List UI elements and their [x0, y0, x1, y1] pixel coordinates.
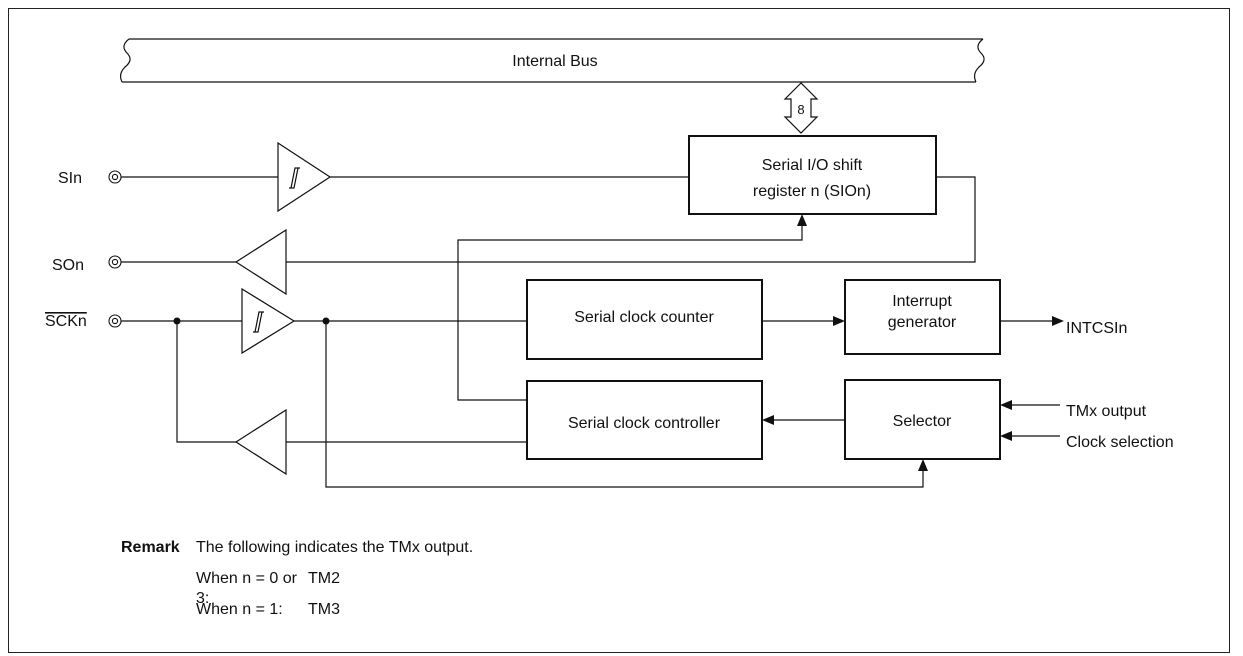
sck-schmitt-buffer-icon: [241, 287, 296, 355]
remark-block: Remark The following indicates the TMx o…: [121, 538, 473, 631]
so-output-buffer-icon: [234, 228, 287, 296]
so-pin-icon: [108, 255, 122, 269]
internal-bus-label: Internal Bus: [512, 53, 597, 70]
clock-selection-label: Clock selection: [1066, 434, 1174, 451]
remark-keyword: Remark: [121, 539, 180, 556]
si-schmitt-buffer-icon: [277, 141, 332, 213]
shift-register-label-line1: Serial I/O shift: [762, 157, 863, 174]
shift-register-label-line2: register n (SIOn): [753, 183, 871, 200]
interrupt-generator-label-line2: generator: [888, 314, 957, 331]
si-pin-icon: [108, 170, 122, 184]
clock-controller-label: Serial clock controller: [568, 415, 721, 432]
remark-condition: When n = 0 or 3:: [196, 570, 297, 607]
sck-pin-label: SCKn: [45, 313, 87, 330]
clock-controller-block: Serial clock controller: [457, 214, 807, 460]
so-pin-group: SOn: [52, 176, 976, 296]
clock-counter-block: Serial clock counter: [526, 279, 845, 360]
remark-intro-row: Remark The following indicates the TMx o…: [121, 538, 473, 569]
remark-row: When n = 0 or 3: TM2: [121, 569, 473, 607]
remark-condition: When n = 1:: [196, 601, 283, 618]
remark-value: TM2: [308, 570, 340, 587]
selector-block: Selector TMx output Clock selection: [762, 379, 1174, 460]
figure-frame: [8, 8, 1230, 653]
so-pin-label: SOn: [52, 257, 84, 274]
interrupt-generator-block: Interrupt generator INTCSIn: [844, 279, 1127, 355]
remark-row: When n = 1: TM3: [121, 600, 473, 631]
si-pin-group: SIn: [58, 141, 689, 213]
bus-width-arrow: 8: [783, 82, 819, 134]
intcsi-signal-label: INTCSIn: [1066, 320, 1127, 337]
tmx-output-label: TMx output: [1066, 403, 1147, 420]
selector-label: Selector: [893, 413, 952, 430]
sck-output-buffer-icon: [234, 408, 287, 476]
interrupt-generator-label-line1: Interrupt: [892, 293, 952, 310]
sck-pin-icon: [108, 314, 122, 328]
shift-register-block: Serial I/O shift register n (SIOn): [688, 135, 937, 215]
bus-width-label: 8: [797, 102, 804, 117]
si-pin-label: SIn: [58, 170, 82, 187]
remark-value: TM3: [308, 601, 340, 618]
internal-bus: Internal Bus: [119, 38, 985, 83]
remark-intro: The following indicates the TMx output.: [196, 539, 474, 556]
sck-pin-group: SCKn: [45, 287, 928, 488]
clock-counter-label: Serial clock counter: [574, 309, 714, 326]
